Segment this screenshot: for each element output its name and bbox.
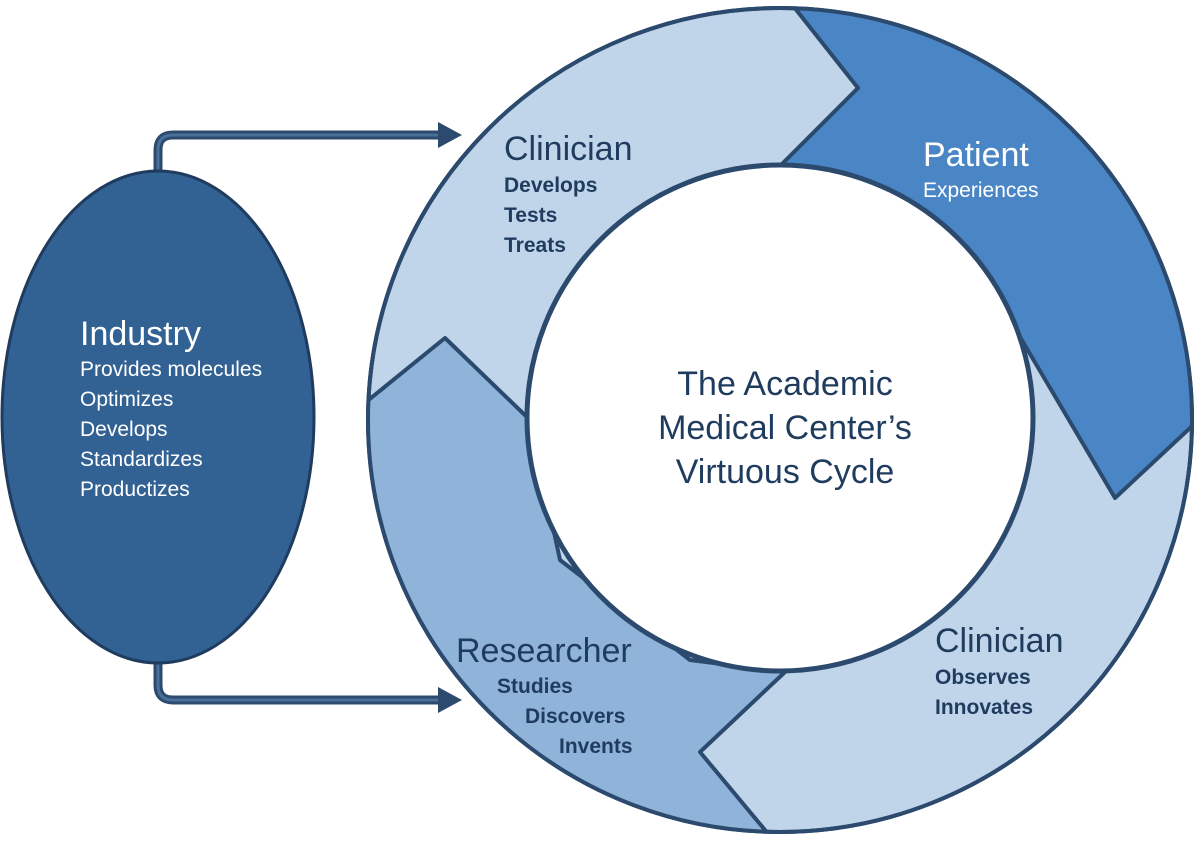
industry-item-optimizes: Optimizes: [80, 388, 174, 411]
clinician-top-item-develops: Develops: [504, 174, 598, 197]
clinician-bottom-item-innovates: Innovates: [935, 696, 1034, 719]
clinician-bottom-item-observes: Observes: [935, 666, 1031, 689]
industry-ellipse: [0, 169, 316, 665]
patient-subtitle: Experiences: [923, 179, 1039, 202]
researcher-title: Researcher: [456, 632, 632, 670]
patient-title: Patient: [923, 136, 1029, 174]
industry-item-productizes: Productizes: [80, 478, 190, 501]
clinician-top-item-treats: Treats: [504, 234, 566, 257]
industry-item-standardizes: Standardizes: [80, 448, 203, 471]
center-title-line-2: Medical Center’s: [658, 409, 912, 447]
arrowhead-top: [438, 122, 462, 148]
researcher-item-invents: Invents: [559, 735, 633, 758]
industry-item-develops: Develops: [80, 418, 168, 441]
center-title-line-3: Virtuous Cycle: [675, 453, 895, 491]
researcher-item-discovers: Discovers: [525, 705, 626, 728]
arrowhead-bottom: [438, 687, 462, 713]
clinician-top-item-tests: Tests: [504, 204, 558, 227]
clinician-bottom-title: Clinician: [935, 622, 1064, 660]
industry-to-clinician-arrow: [153, 130, 445, 177]
center-title-line-1: The Academic: [677, 365, 893, 403]
clinician-top-title: Clinician: [504, 130, 633, 168]
researcher-item-studies: Studies: [497, 675, 573, 698]
center-title: The Academic Medical Center’s Virtuous C…: [620, 362, 950, 494]
center-circle: [524, 162, 1036, 674]
industry-item-provides-molecules: Provides molecules: [80, 358, 263, 381]
industry-to-researcher-arrow: [153, 657, 445, 705]
industry-title: Industry: [80, 315, 201, 353]
